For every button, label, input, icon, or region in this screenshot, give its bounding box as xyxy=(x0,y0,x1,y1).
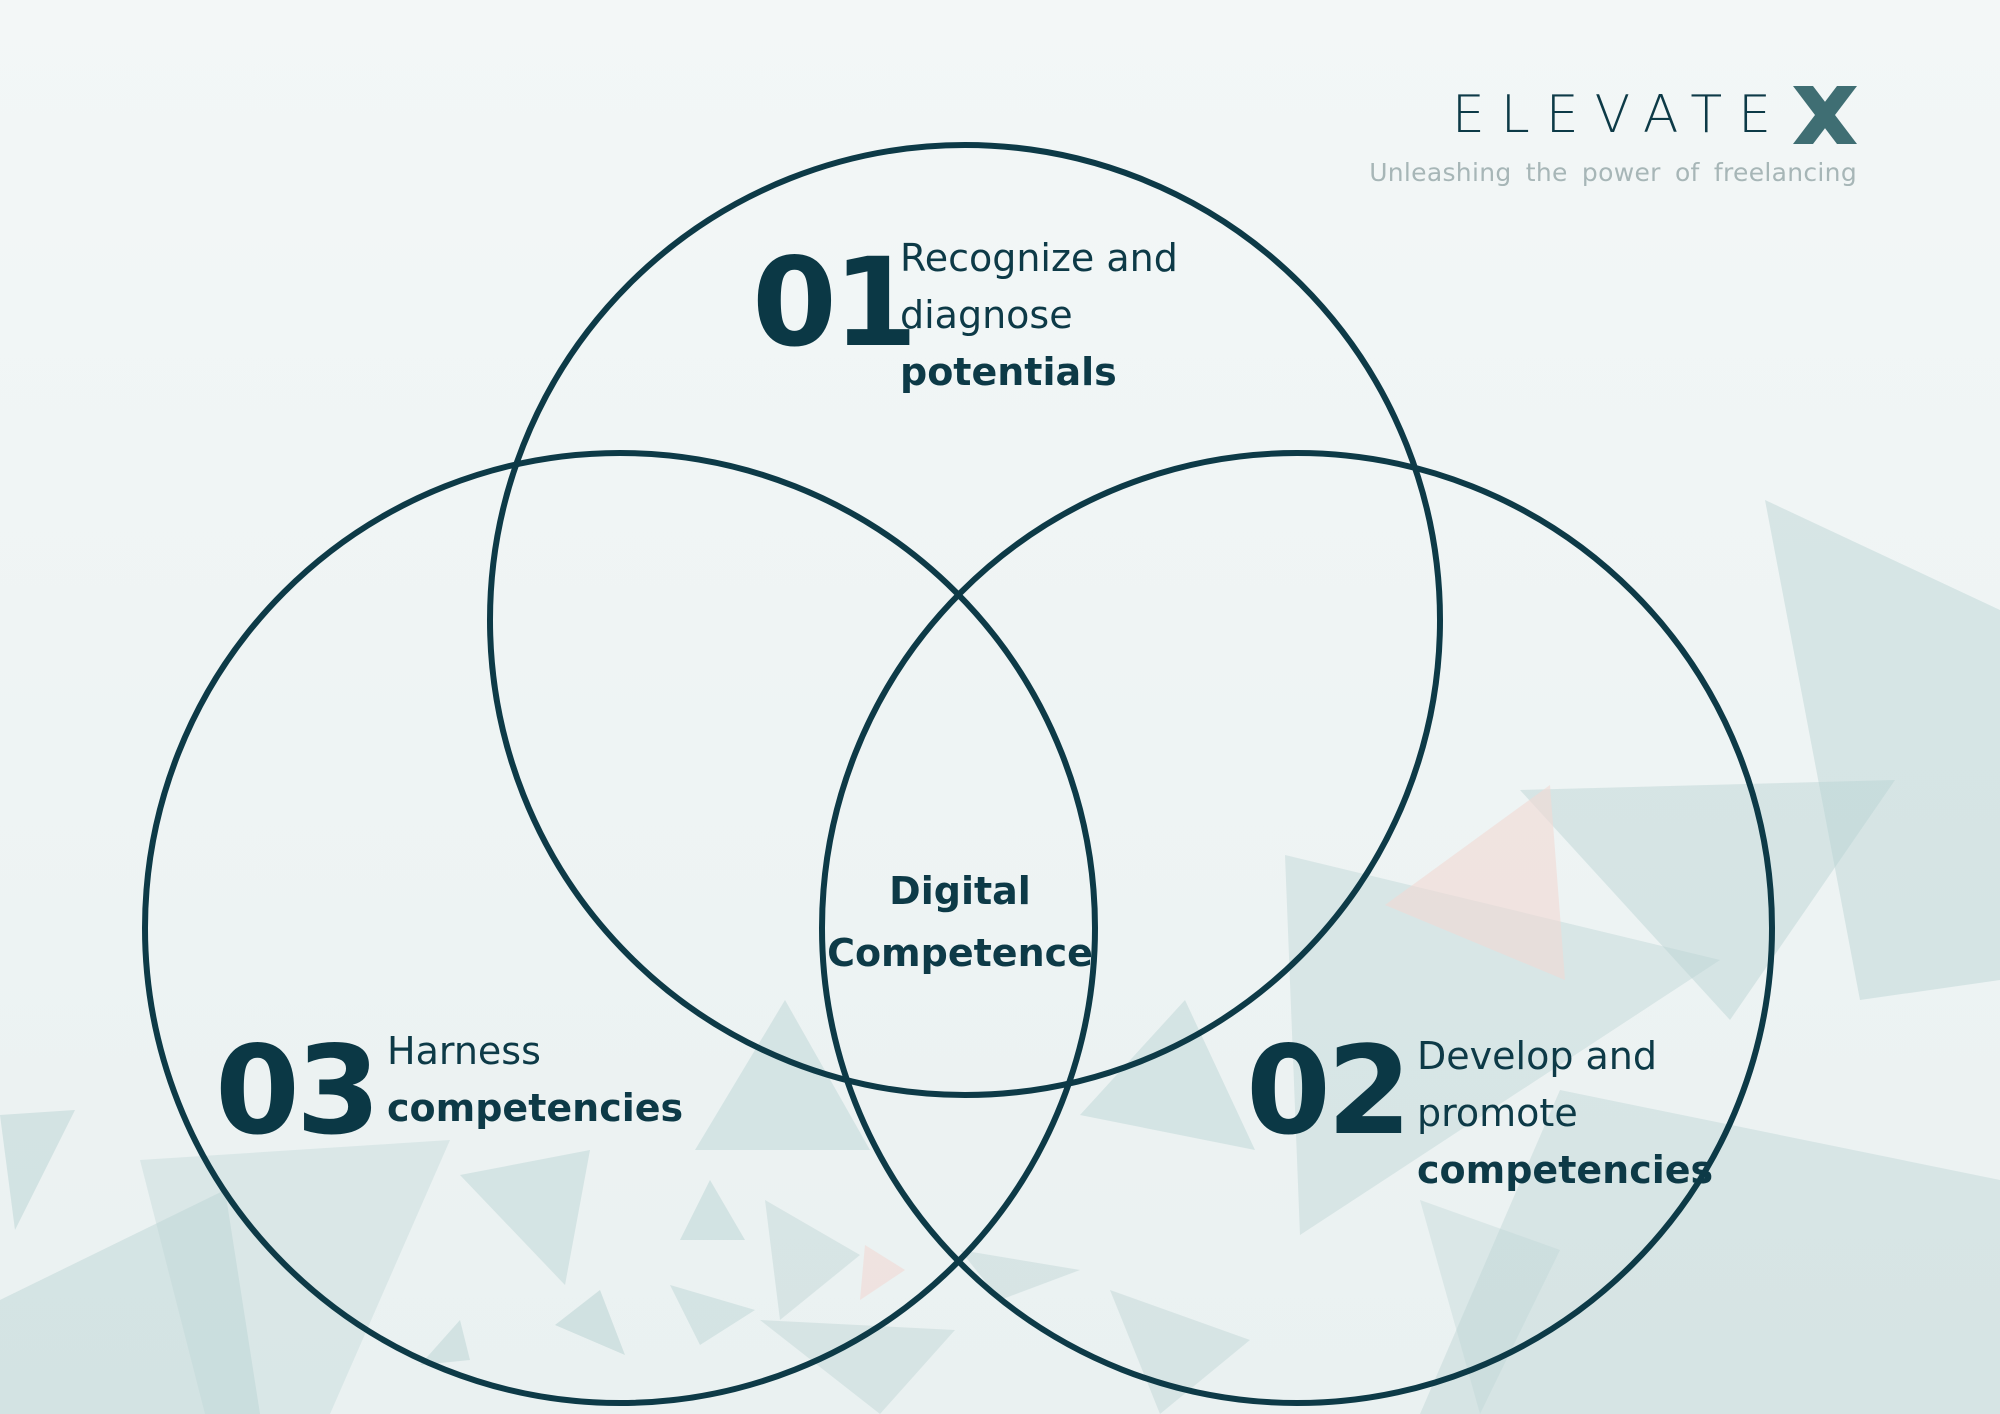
bg-triangle-pink xyxy=(860,1245,905,1300)
section-01-line-1: Recognize and xyxy=(900,236,1178,280)
center-line-2: Competence xyxy=(827,931,1093,975)
section-number-03: 03 xyxy=(215,1020,381,1162)
section-02-line-3: competencies xyxy=(1417,1148,1714,1192)
bg-triangle xyxy=(0,1110,75,1230)
section-number-01: 01 xyxy=(752,232,918,374)
logo-name: ELEVATE xyxy=(1451,85,1787,145)
center-label: Digital Competence xyxy=(810,860,1110,984)
section-02-line-2: promote xyxy=(1417,1091,1578,1135)
x-logo-icon xyxy=(1793,86,1857,144)
bg-triangle-pink xyxy=(1385,785,1565,980)
bg-triangle xyxy=(1520,780,1895,1020)
venn-circle-top xyxy=(487,142,1443,1098)
section-label-01: Recognize and diagnose potentials xyxy=(900,230,1178,401)
bg-triangle xyxy=(1420,1090,2000,1414)
bg-triangle xyxy=(1110,1290,1250,1414)
section-01-line-3: potentials xyxy=(900,350,1117,394)
bg-triangle xyxy=(1420,1200,1560,1414)
bg-triangle xyxy=(420,1320,470,1365)
logo-tagline: Unleashing the power of freelancing xyxy=(1369,158,1857,187)
bg-triangle xyxy=(680,1180,745,1240)
bg-triangle xyxy=(760,1320,955,1414)
bg-triangle xyxy=(1765,500,2000,1000)
section-label-02: Develop and promote competencies xyxy=(1417,1028,1713,1199)
bg-triangle xyxy=(765,1200,860,1320)
center-line-1: Digital xyxy=(889,869,1031,913)
bg-triangle xyxy=(670,1285,755,1345)
bg-triangle xyxy=(0,1190,260,1414)
section-01-line-2: diagnose xyxy=(900,293,1073,337)
elevatex-logo: ELEVATE Unleashing the power of freelanc… xyxy=(1369,86,1857,187)
bg-triangle xyxy=(1285,855,1720,1235)
logo-wordmark: ELEVATE xyxy=(1369,86,1857,144)
venn-circle-right xyxy=(819,450,1775,1406)
bg-triangle xyxy=(1080,1000,1255,1150)
bg-triangle xyxy=(695,1000,870,1150)
section-03-line-1: Harness xyxy=(387,1029,541,1073)
section-02-line-1: Develop and xyxy=(1417,1034,1658,1078)
bg-triangle xyxy=(460,1150,590,1285)
section-03-line-2: competencies xyxy=(387,1086,684,1130)
bg-triangle xyxy=(555,1290,625,1355)
section-label-03: Harness competencies xyxy=(387,1023,683,1137)
section-number-02: 02 xyxy=(1246,1020,1412,1162)
venn-circle-left xyxy=(142,450,1098,1406)
